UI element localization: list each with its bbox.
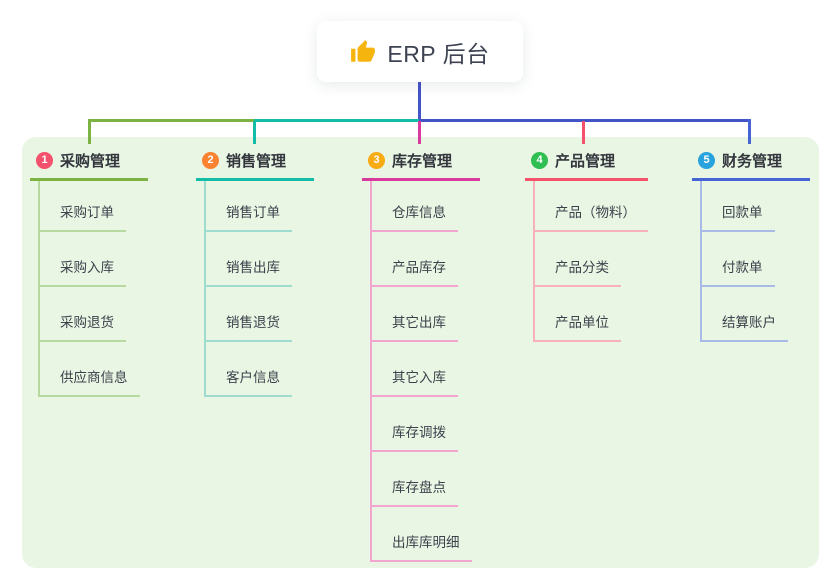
child-node[interactable]: 采购订单: [40, 181, 126, 232]
child-node[interactable]: 其它出库: [372, 287, 458, 342]
child-node[interactable]: 销售出库: [206, 232, 292, 287]
root-node-title: ERP 后台: [387, 40, 490, 67]
branch-node-finance[interactable]: 5 财务管理: [692, 143, 810, 181]
branch-label: 产品管理: [555, 153, 616, 170]
branch-column-finance: 5 财务管理 回款单 付款单 结算账户: [692, 143, 810, 342]
branch-column-sales: 2 销售管理 销售订单 销售出库 销售退货 客户信息: [196, 143, 314, 397]
drop-line-purchase: [88, 119, 91, 144]
branch-children-product: 产品（物料） 产品分类 产品单位: [533, 181, 648, 342]
drop-line-product: [582, 121, 585, 144]
branch-label: 库存管理: [392, 153, 453, 170]
child-node[interactable]: 销售退货: [206, 287, 292, 342]
bus-segment-sales: [254, 119, 419, 122]
badge-3: 3: [368, 152, 385, 169]
branch-column-purchase: 1 采购管理 采购订单 采购入库 采购退货 供应商信息: [30, 143, 148, 397]
child-node[interactable]: 回款单: [702, 181, 775, 232]
badge-4: 4: [531, 152, 548, 169]
thumbs-up-icon: [351, 39, 376, 62]
child-node[interactable]: 出库库明细: [372, 507, 472, 562]
drop-line-inventory: [418, 121, 421, 144]
child-node[interactable]: 供应商信息: [40, 342, 140, 397]
child-node[interactable]: 销售订单: [206, 181, 292, 232]
branch-children-purchase: 采购订单 采购入库 采购退货 供应商信息: [38, 181, 148, 397]
branch-node-purchase[interactable]: 1 采购管理: [30, 143, 148, 181]
child-node[interactable]: 采购入库: [40, 232, 126, 287]
child-node[interactable]: 产品分类: [535, 232, 621, 287]
child-node[interactable]: 产品库存: [372, 232, 458, 287]
badge-2: 2: [202, 152, 219, 169]
branch-column-product: 4 产品管理 产品（物料） 产品分类 产品单位: [525, 143, 648, 342]
child-node[interactable]: 仓库信息: [372, 181, 458, 232]
root-node-erp[interactable]: ERP 后台: [317, 21, 523, 82]
branch-node-sales[interactable]: 2 销售管理: [196, 143, 314, 181]
child-node[interactable]: 库存盘点: [372, 452, 458, 507]
branch-node-inventory[interactable]: 3 库存管理: [362, 143, 480, 181]
child-node[interactable]: 库存调拨: [372, 397, 458, 452]
drop-line-finance: [748, 119, 751, 144]
bus-segment-right: [419, 119, 751, 122]
child-node[interactable]: 付款单: [702, 232, 775, 287]
child-node[interactable]: 客户信息: [206, 342, 292, 397]
badge-1: 1: [36, 152, 53, 169]
branch-children-finance: 回款单 付款单 结算账户: [700, 181, 810, 342]
branch-children-sales: 销售订单 销售出库 销售退货 客户信息: [204, 181, 314, 397]
child-node[interactable]: 其它入库: [372, 342, 458, 397]
badge-5: 5: [698, 152, 715, 169]
bus-segment-purchase: [88, 119, 254, 122]
child-node[interactable]: 结算账户: [702, 287, 788, 342]
branches-background-panel: [22, 137, 819, 568]
branch-label: 财务管理: [722, 153, 783, 170]
branch-node-product[interactable]: 4 产品管理: [525, 143, 648, 181]
child-node[interactable]: 产品单位: [535, 287, 621, 342]
branch-children-inventory: 仓库信息 产品库存 其它出库 其它入库 库存调拨 库存盘点 出库库明细: [370, 181, 480, 562]
root-connector-line: [418, 82, 421, 122]
drop-line-sales: [253, 121, 256, 144]
child-node[interactable]: 采购退货: [40, 287, 126, 342]
child-node[interactable]: 产品（物料）: [535, 181, 648, 232]
branch-label: 销售管理: [226, 153, 287, 170]
branch-label: 采购管理: [60, 153, 121, 170]
branch-column-inventory: 3 库存管理 仓库信息 产品库存 其它出库 其它入库 库存调拨 库存盘点 出库库…: [362, 143, 480, 562]
